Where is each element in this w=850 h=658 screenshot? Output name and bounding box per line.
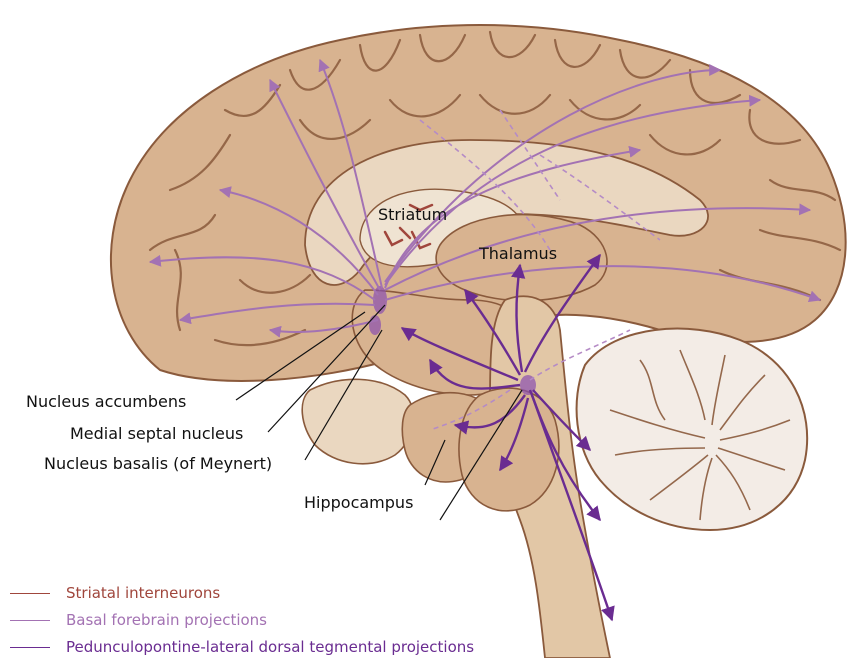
legend-swatch-striatal xyxy=(10,593,50,594)
legend-item-striatal: Striatal interneurons xyxy=(10,584,220,602)
label-nucleus-accumbens: Nucleus accumbens xyxy=(26,394,186,410)
label-nucleus-basalis: Nucleus basalis (of Meynert) xyxy=(44,456,272,472)
legend-swatch-ppn-ldt xyxy=(10,647,50,648)
label-striatum: Striatum xyxy=(378,207,447,223)
temporal-lobe xyxy=(302,379,414,463)
cerebellum xyxy=(577,329,808,530)
label-medial-septal-nucleus: Medial septal nucleus xyxy=(70,426,243,442)
label-hippocampus: Hippocampus xyxy=(304,495,413,511)
legend-item-ppn-ldt: Pedunculopontine-lateral dorsal tegmenta… xyxy=(10,638,474,656)
legend-item-basal-forebrain: Basal forebrain projections xyxy=(10,611,267,629)
legend-text-ppn-ldt: Pedunculopontine-lateral dorsal tegmenta… xyxy=(66,638,474,656)
legend-swatch-basal-forebrain xyxy=(10,620,50,621)
legend-text-striatal: Striatal interneurons xyxy=(66,584,220,602)
legend-text-basal-forebrain: Basal forebrain projections xyxy=(66,611,267,629)
label-thalamus: Thalamus xyxy=(479,246,557,262)
pons xyxy=(459,388,559,511)
